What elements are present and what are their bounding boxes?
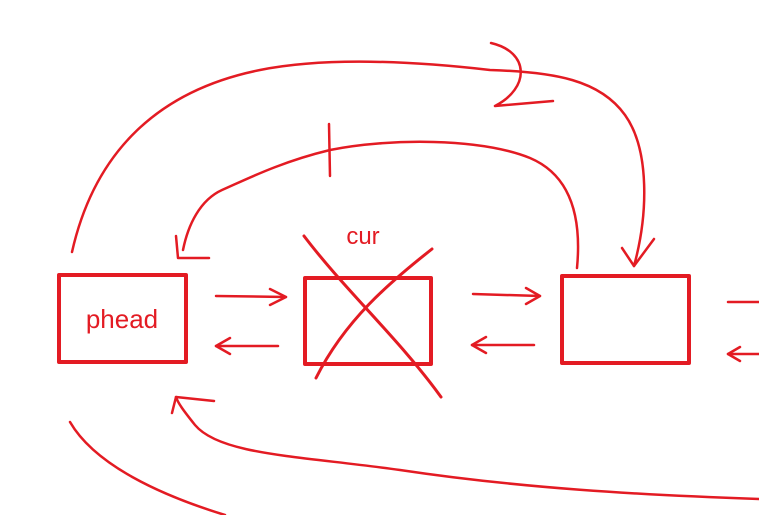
tail-prev-to-phead-curve [170,395,759,501]
phead-prev-to-tail-curve [68,420,227,515]
cur-to-next-next-arrow [471,286,542,306]
cur-annotation-label: cur [346,223,379,250]
phead-node-label: phead [86,304,158,334]
next-prev-relink-curve [174,140,580,270]
phead-to-cur-next-arrow [214,287,288,307]
old-link-cut-mark [327,122,332,178]
phead-node-box [57,273,188,364]
cur-node-box [303,276,433,366]
old-pointer-scribble-mark [489,41,555,108]
phead-next-relink-curve [70,60,656,268]
incoming-prev-arrow-from-right [726,345,759,363]
next-to-cur-prev-arrow [470,335,536,355]
cur-to-phead-prev-arrow [214,336,280,356]
cur-node-cross-out-mark [302,234,443,399]
next-node-box [560,274,691,365]
